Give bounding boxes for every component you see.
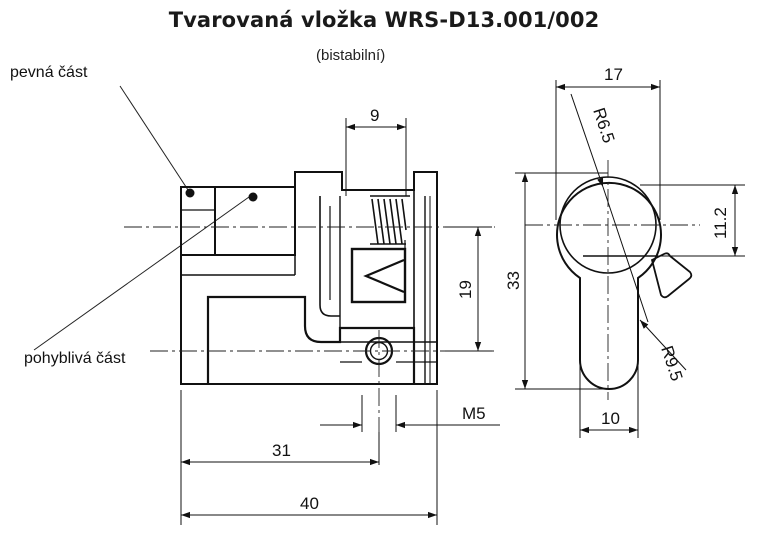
spring (370, 195, 410, 245)
fixed-block (180, 186, 296, 256)
dim-19: 19 (456, 280, 475, 299)
housing-outline (180, 171, 438, 385)
dim-31: 31 (272, 441, 291, 460)
dim-40: 40 (300, 494, 319, 513)
centerlines-front (525, 160, 700, 400)
pin-dot-left (185, 188, 195, 198)
dim-17: 17 (604, 65, 623, 84)
dim-r6-5: R6.5 (589, 105, 618, 145)
dim-r9-5: R9.5 (657, 343, 686, 383)
dim-9: 9 (370, 106, 379, 125)
dim-lines-front (515, 80, 745, 438)
callout-moving-part: pohyblivá část (24, 350, 126, 367)
leader-fixed-part (119, 85, 191, 194)
dim-11-2: 11.2 (711, 207, 730, 239)
drawing-title: Tvarovaná vložka WRS-D13.001/002 (168, 8, 600, 32)
profile-outline (556, 181, 662, 390)
leader-moving-part (33, 196, 250, 351)
cam-tab (650, 252, 693, 299)
dim-m5: M5 (462, 404, 486, 423)
callout-fixed-part: pevná část (10, 64, 88, 81)
dim-10: 10 (601, 409, 620, 428)
drawing-subtitle: (bistabilní) (316, 47, 386, 64)
latch-block (350, 247, 407, 304)
dim-33: 33 (504, 271, 523, 290)
centerlines-side (124, 226, 495, 432)
pin-dot-right (248, 192, 258, 202)
inner-pocket (206, 295, 416, 384)
side-view (180, 171, 438, 385)
dim-lines-side (180, 118, 500, 525)
